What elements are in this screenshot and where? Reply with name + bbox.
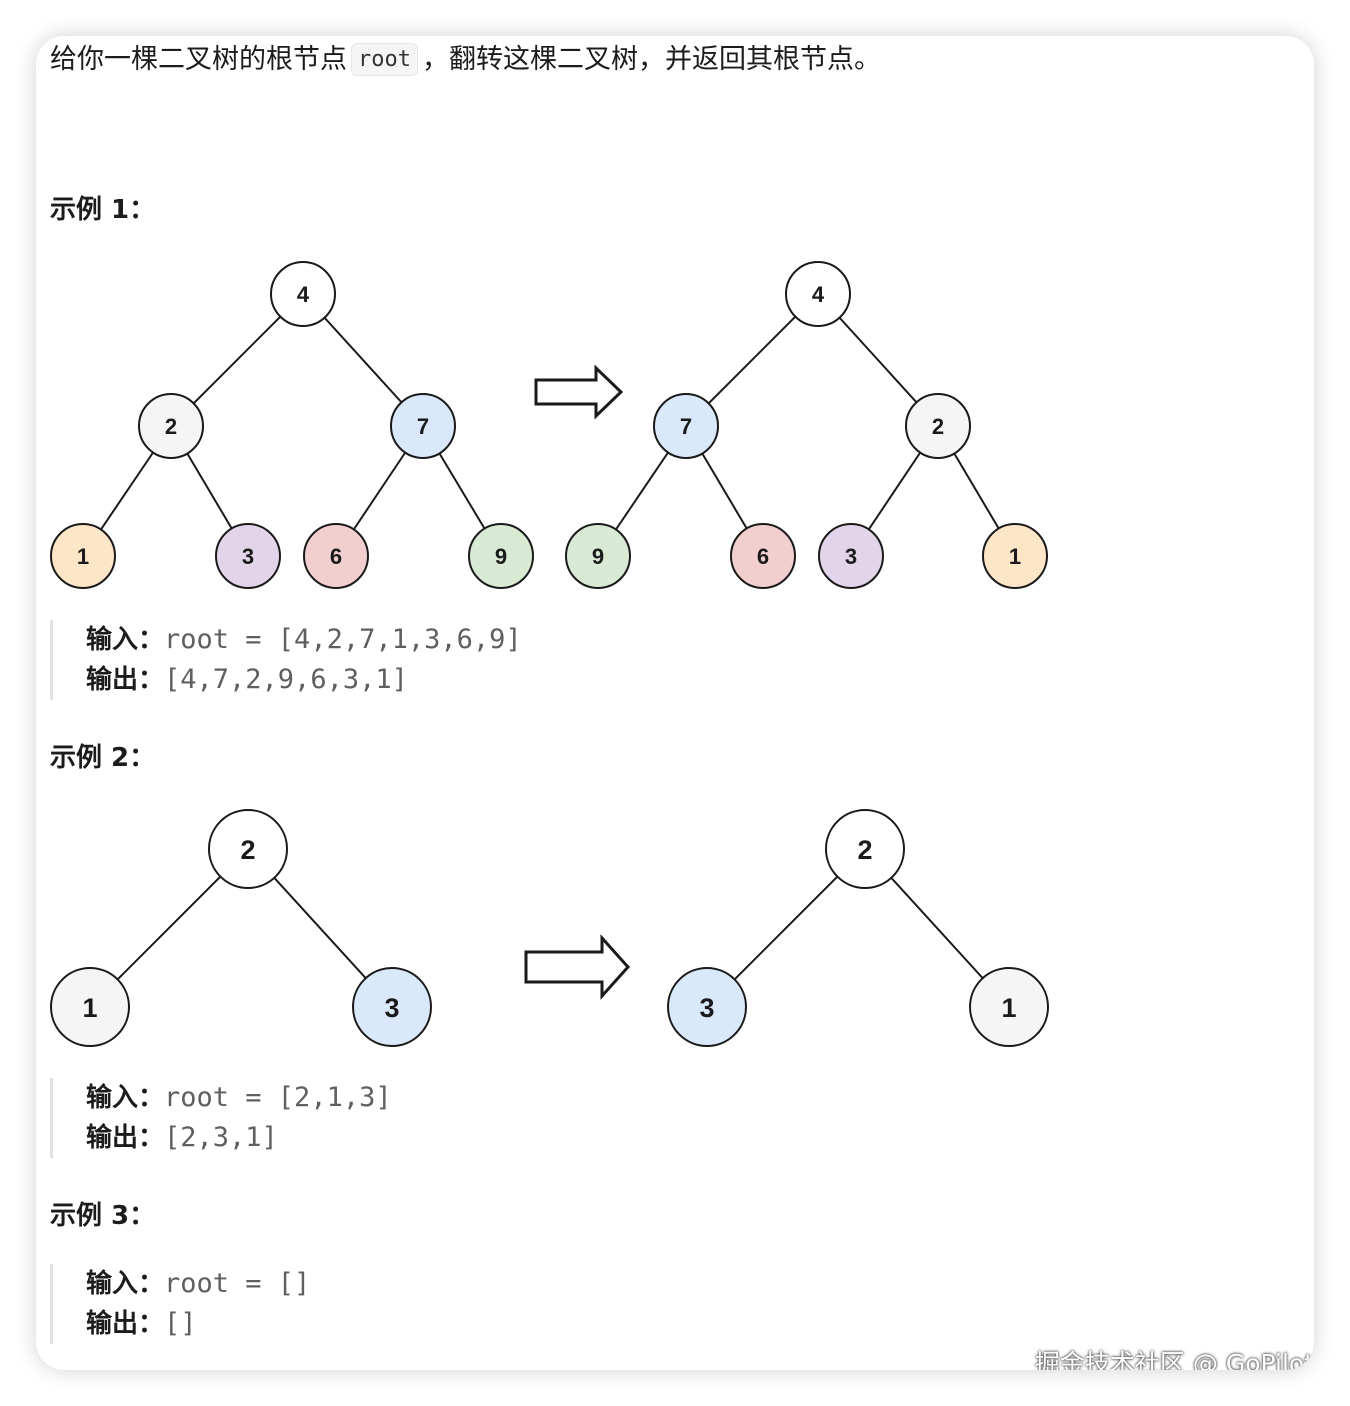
example-3-io: 输入：root = [] 输出：[] <box>50 1264 310 1344</box>
tree1-before-node-6 <box>303 523 369 589</box>
tree2-before-label: 2 <box>240 835 255 865</box>
output-value: [2,3,1] <box>164 1122 278 1153</box>
tree1-after-node-1 <box>982 523 1048 589</box>
tree1-after-node-6 <box>730 523 796 589</box>
tree1-before-node-4 <box>270 261 336 327</box>
tree1-before-label: 2 <box>165 414 177 439</box>
tree1-before-node-7 <box>390 393 456 459</box>
tree1-before-label: 7 <box>417 414 429 439</box>
tree1-before-node-3 <box>215 523 281 589</box>
tree2-before-label: 1 <box>82 993 97 1023</box>
output-value: [4,7,2,9,6,3,1] <box>164 664 408 695</box>
tree1-after-label: 7 <box>680 414 692 439</box>
tree1-after-node-4 <box>785 261 851 327</box>
right-arrow-icon <box>534 364 624 420</box>
tree2-after-label: 3 <box>699 993 714 1023</box>
tree1-before-node-2 <box>138 393 204 459</box>
example-2-diagram: 2 1 3 2 3 1 <box>50 809 1049 1047</box>
example-1-heading: 示例 1： <box>50 195 156 225</box>
inline-code-root: root <box>351 43 418 76</box>
output-label: 输出： <box>86 1123 165 1153</box>
tree2-after-label: 2 <box>857 835 872 865</box>
output-label: 输出： <box>86 1309 165 1339</box>
tree2-after-node-1 <box>969 967 1049 1047</box>
tree1-before-node-9 <box>468 523 534 589</box>
tree1-after-node-7 <box>653 393 719 459</box>
tree2-before-node-1 <box>50 967 130 1047</box>
tree2-after-label: 1 <box>1001 993 1016 1023</box>
input-value: root = [] <box>164 1268 311 1299</box>
tree1-after-node-3 <box>818 523 884 589</box>
tree1-after-label: 2 <box>932 414 944 439</box>
tree1-after-label: 1 <box>1009 544 1021 569</box>
output-label: 输出： <box>86 665 165 695</box>
input-value: root = [2,1,3] <box>164 1082 392 1113</box>
right-arrow-icon <box>524 934 631 1000</box>
tree2-before-node-2 <box>208 809 288 889</box>
example-1-diagram: 4 2 7 1 3 6 9 4 7 2 9 6 3 1 <box>50 261 1048 589</box>
tree2-after-node-2 <box>825 809 905 889</box>
output-value: [] <box>164 1308 197 1339</box>
tree1-after-label: 9 <box>592 544 604 569</box>
tree1-before-label: 6 <box>330 544 342 569</box>
tree1-after-label: 6 <box>757 544 769 569</box>
tree1-after-node-2 <box>905 393 971 459</box>
example-3-heading: 示例 3： <box>50 1201 156 1231</box>
tree1-before-node-1 <box>50 523 116 589</box>
example-2-io: 输入：root = [2,1,3] 输出：[2,3,1] <box>50 1078 392 1158</box>
example-2-heading: 示例 2： <box>50 743 156 773</box>
input-value: root = [4,2,7,1,3,6,9] <box>164 624 522 655</box>
tree1-before-label: 3 <box>242 544 254 569</box>
tree2-before-label: 3 <box>384 993 399 1023</box>
intro-text-rest: ，翻转这棵二叉树，并返回其根节点。 <box>421 44 881 75</box>
input-label: 输入： <box>86 1269 165 1299</box>
tree1-before-label: 9 <box>495 544 507 569</box>
tree1-after-label: 3 <box>845 544 857 569</box>
input-label: 输入： <box>86 625 165 655</box>
watermark: 掘金技术社区 @ GoPilot <box>1034 1349 1314 1370</box>
intro-text: 给你一棵二叉树的根节点 <box>50 44 347 75</box>
tree1-before-label: 1 <box>77 544 89 569</box>
tree1-before-label: 4 <box>297 282 310 307</box>
example-1-io: 输入：root = [4,2,7,1,3,6,9] 输出：[4,7,2,9,6,… <box>50 620 522 700</box>
tree1-after-node-9 <box>565 523 631 589</box>
tree2-after-node-3 <box>667 967 747 1047</box>
tree2-before-node-3 <box>352 967 432 1047</box>
tree1-after-label: 4 <box>812 282 825 307</box>
input-label: 输入： <box>86 1083 165 1113</box>
